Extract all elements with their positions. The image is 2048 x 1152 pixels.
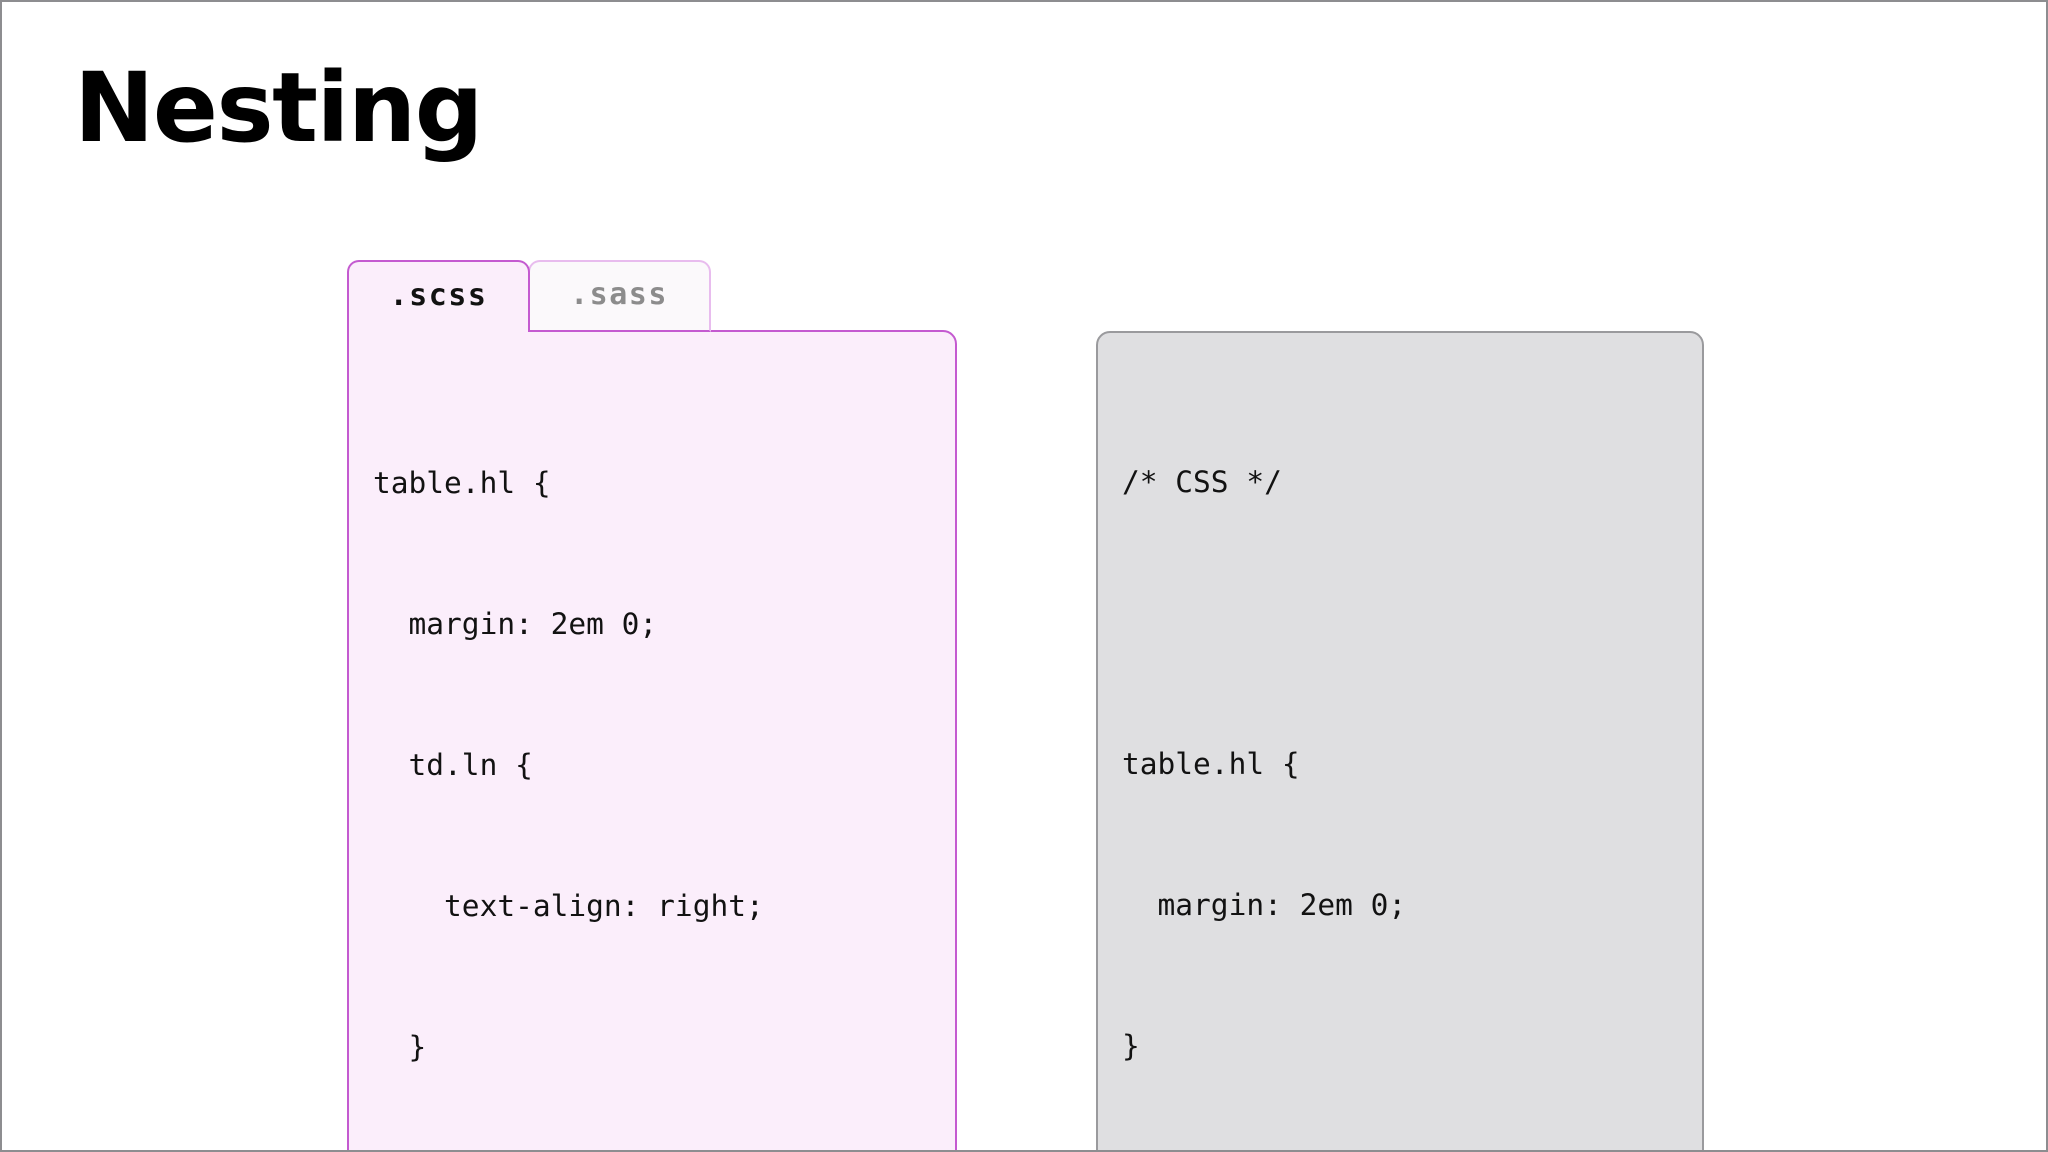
- code-line: }: [1122, 1029, 1140, 1063]
- code-line: margin: 2em 0;: [373, 606, 658, 641]
- code-line: td.ln {: [373, 747, 533, 782]
- code-line: /* CSS */: [1122, 465, 1282, 499]
- code-tabbar: .scss .sass: [347, 260, 957, 332]
- code-line: text-align: right;: [373, 888, 764, 923]
- code-line: }: [373, 1029, 427, 1064]
- code-line: table.hl {: [1122, 747, 1300, 781]
- page-title: Nesting: [74, 52, 483, 164]
- code-line: table.hl {: [373, 465, 551, 500]
- tab-scss[interactable]: .scss: [347, 260, 530, 332]
- scss-code-widget: .scss .sass table.hl { margin: 2em 0; td…: [347, 260, 957, 1151]
- code-line-blank: [1122, 600, 1678, 647]
- scss-code-block: table.hl { margin: 2em 0; td.ln { text-a…: [373, 366, 931, 1151]
- scss-code-pane: table.hl { margin: 2em 0; td.ln { text-a…: [347, 329, 957, 1151]
- tab-scss-label: .scss: [389, 277, 488, 313]
- css-code-block: /* CSS */ table.hl { margin: 2em 0; } ta…: [1122, 365, 1678, 1150]
- tab-sass-label: .sass: [570, 276, 668, 312]
- code-line: margin: 2em 0;: [1122, 888, 1407, 922]
- tab-sass[interactable]: .sass: [527, 260, 711, 332]
- css-output-panel: /* CSS */ table.hl { margin: 2em 0; } ta…: [1096, 331, 1704, 1150]
